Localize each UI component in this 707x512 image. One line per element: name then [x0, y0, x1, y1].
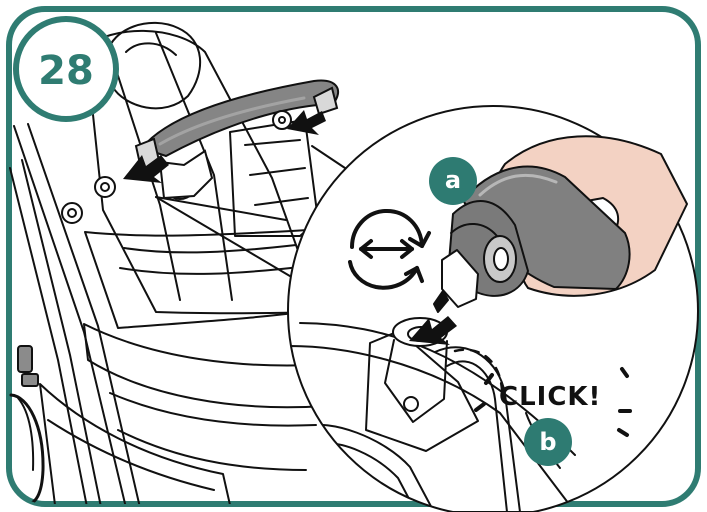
stroller-wheel: [9, 393, 45, 504]
connector-bracket-left: [158, 149, 214, 200]
bumper-connector-left: [158, 149, 214, 200]
callout-a: a: [429, 157, 477, 205]
leader-line-2: [155, 196, 301, 283]
insert-arrow-icon: [409, 316, 457, 345]
stroller-joints: [61, 110, 292, 224]
callout-b-badge: [524, 418, 572, 466]
stroller-left-tube-inner: [27, 123, 142, 504]
click-mark: [620, 367, 629, 378]
joint-right-frame-inner: [278, 116, 286, 124]
stroller-basket-line: [47, 419, 215, 491]
bumper-bar-highlight: [158, 96, 306, 146]
insert-arrow-icon: [123, 155, 169, 183]
bumper-bar-end-right: [312, 86, 339, 116]
stroller-bottom-line: [109, 392, 317, 427]
click-sound-marks: [474, 367, 632, 437]
step-number-text: 28: [38, 48, 94, 94]
joint-left-frame-inner: [100, 182, 110, 192]
bumper-end-grip-top: [478, 173, 558, 197]
zoom-socket-side: [384, 339, 448, 423]
arrows: [123, 110, 326, 183]
stroller-head-cushion: [106, 21, 202, 110]
rotate-arc-top: [350, 208, 424, 249]
bumper-end-pin-tip: [433, 290, 449, 313]
rotate-arrowhead-bottom: [404, 266, 424, 283]
stroller-side-panel-line-3: [254, 197, 309, 206]
step-number-circle: [13, 16, 119, 122]
step-number-badge: 28: [13, 16, 119, 122]
stroller-bottom-line-2: [117, 429, 307, 471]
insert-arrow-icon: [287, 110, 326, 135]
stroller-backrest-line-2: [155, 32, 233, 301]
stroller-seat-line: [123, 244, 297, 254]
zoom-screw: [403, 396, 419, 412]
bumper-bar: [134, 79, 339, 175]
zoom-dashed-connection: [453, 348, 504, 392]
callout-a-badge: [429, 157, 477, 205]
stroller-basket: [39, 383, 231, 504]
zoom-rail-2: [446, 360, 508, 512]
stroller-rear-leg-inner: [21, 159, 103, 504]
click-mark: [484, 373, 494, 385]
click-sound-text: CLICK!: [499, 382, 601, 412]
stroller-side-panel-line: [244, 139, 301, 146]
click-mark: [617, 428, 629, 437]
callout-a-label: a: [445, 166, 461, 194]
stroller-rear-leg: [9, 167, 89, 504]
zoom-tube-inner: [299, 322, 576, 456]
joint-lower-frame-inner: [67, 208, 77, 218]
stroller-side-panel-line-2: [249, 167, 306, 176]
leader-line: [155, 196, 287, 221]
horizontal-arrow-left: [359, 239, 373, 259]
horizontal-arrow-right: [400, 239, 414, 259]
callout-b-label: b: [539, 428, 556, 456]
click-mark: [474, 402, 486, 412]
hand-insert-detail: [433, 135, 688, 313]
stroller-head-cushion-inner: [125, 42, 177, 56]
zoom-detail: CLICK! a b: [287, 105, 699, 512]
stroller-seat-line-2: [119, 265, 310, 275]
rotate-arrowhead-top: [408, 231, 431, 248]
stroller-wheel-inner: [17, 397, 35, 471]
bumper-end-socket-inner: [493, 247, 509, 271]
rotate-arc-bottom: [348, 260, 419, 290]
bidirectional-rotate-icon: [348, 208, 431, 290]
stroller-brake-pedal: [17, 345, 33, 373]
stroller-brake-pedal-2: [21, 373, 39, 387]
zoom-rail: [434, 346, 521, 512]
bumper-end-pin: [441, 249, 479, 308]
callout-b: b: [524, 418, 572, 466]
